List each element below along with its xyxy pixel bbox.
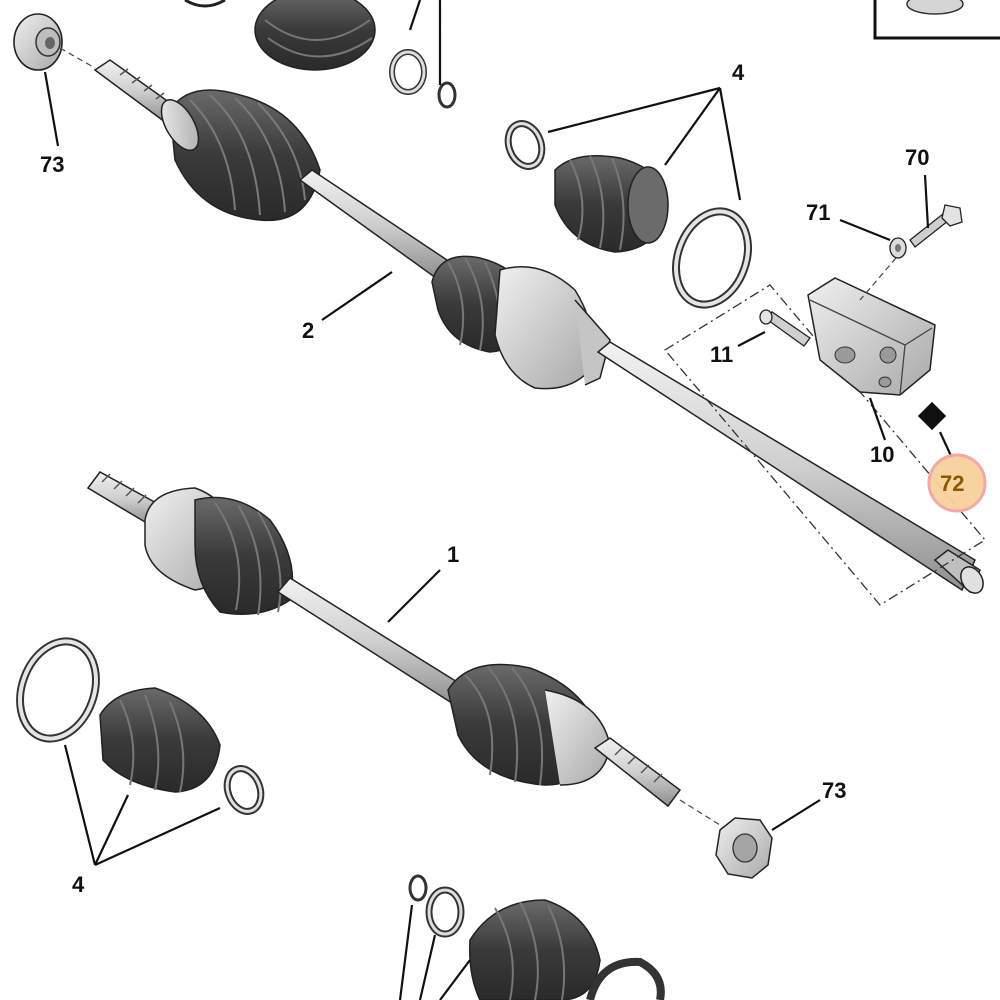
inner-boot-lower [194,496,294,616]
part-2-drive-shaft-right [93,59,984,594]
part-11-bolt [759,309,811,347]
callout-11: 11 [710,342,733,367]
part-72-marker-square [917,401,947,431]
callout-2: 2 [302,318,314,343]
part-73-nut-top [13,13,96,71]
part-1-drive-shaft-left [86,471,721,826]
boot-kit-bottom-partial [398,874,665,1000]
callout-10: 10 [870,442,894,467]
callout-1: 1 [447,542,459,567]
part-10-bearing-bracket [807,277,936,396]
tripod-housing-upper [494,266,611,390]
callout-72: 72 [940,471,964,496]
callout-70: 70 [905,145,929,170]
callout-73-bottom: 73 [822,778,846,803]
splined-end-lower-right [593,737,682,808]
part-70-bolt [909,204,963,248]
boot-top-partial [184,0,376,71]
boot-upper-loose [554,155,669,253]
callout-71: 71 [806,200,830,225]
callout-73-top: 73 [40,152,64,177]
part-4-boot-kit-lower [16,637,265,867]
boot-lower-loose [99,687,221,793]
outer-cv-boot-lower [447,663,611,786]
shaft-bar-upper-left [298,169,452,280]
splined-end-right [933,549,984,594]
callout-72-highlight: 72 [927,453,987,513]
shaft-bar-upper-right [596,341,976,592]
part-71-washer [889,237,907,259]
part-73-nut-bottom [715,799,821,879]
clamp-top-partial [389,0,457,109]
callout-4-top: 4 [732,60,745,85]
shaft-bar-lower [276,577,472,706]
outer-cv-boot-upper [160,89,321,222]
callout-4-bottom: 4 [72,872,85,897]
bearing-bracket-assembly [664,174,986,606]
inset-frame-top-right [873,0,1000,40]
part-4-boot-kit-upper [504,86,752,309]
